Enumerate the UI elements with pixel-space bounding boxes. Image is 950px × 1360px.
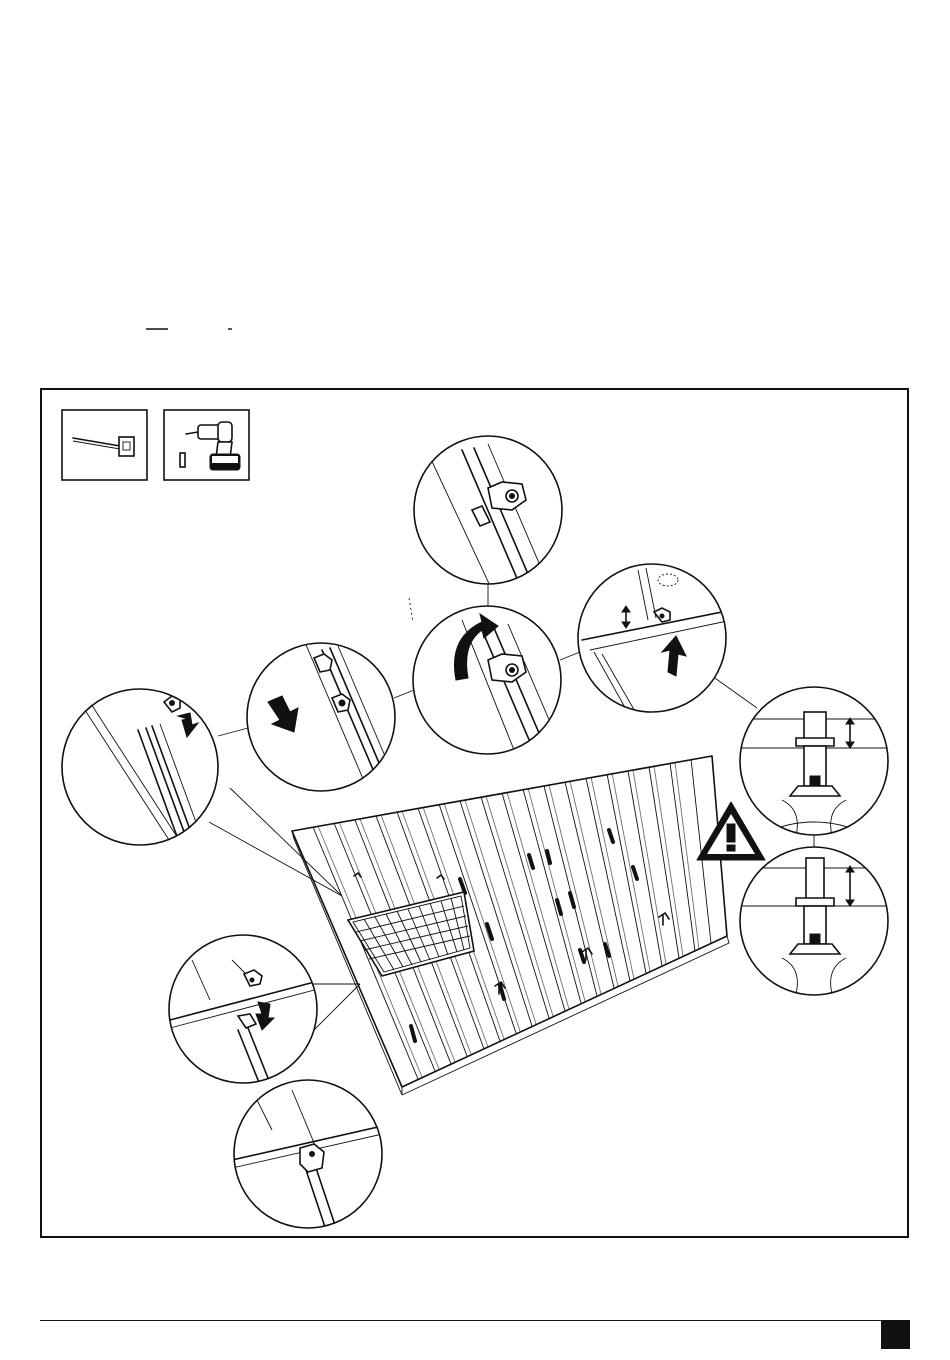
callout-lower-clamp bbox=[169, 935, 322, 1090]
footer-rule bbox=[40, 1320, 910, 1321]
page-tab-marker bbox=[881, 1321, 910, 1349]
callout-clamp-secured bbox=[414, 436, 562, 590]
roof-scene bbox=[292, 756, 729, 1095]
callout-clamp-on-edge bbox=[232, 1080, 387, 1230]
callout-check-height-alt bbox=[740, 847, 888, 995]
tool-box-drill bbox=[164, 410, 249, 480]
assembly-figure-frame bbox=[40, 388, 909, 1238]
warning-triangle-icon bbox=[697, 802, 765, 860]
callout-rotate-clamp bbox=[413, 606, 568, 770]
callout-check-height bbox=[740, 687, 888, 836]
assembly-illustration bbox=[42, 390, 907, 1236]
header-rule-marks bbox=[140, 325, 250, 337]
callout-push-panel-up bbox=[578, 564, 732, 720]
callout-insert-clamp bbox=[62, 689, 218, 860]
tool-box-tape-measure bbox=[62, 410, 147, 480]
callout-slide-clamp bbox=[247, 640, 402, 800]
